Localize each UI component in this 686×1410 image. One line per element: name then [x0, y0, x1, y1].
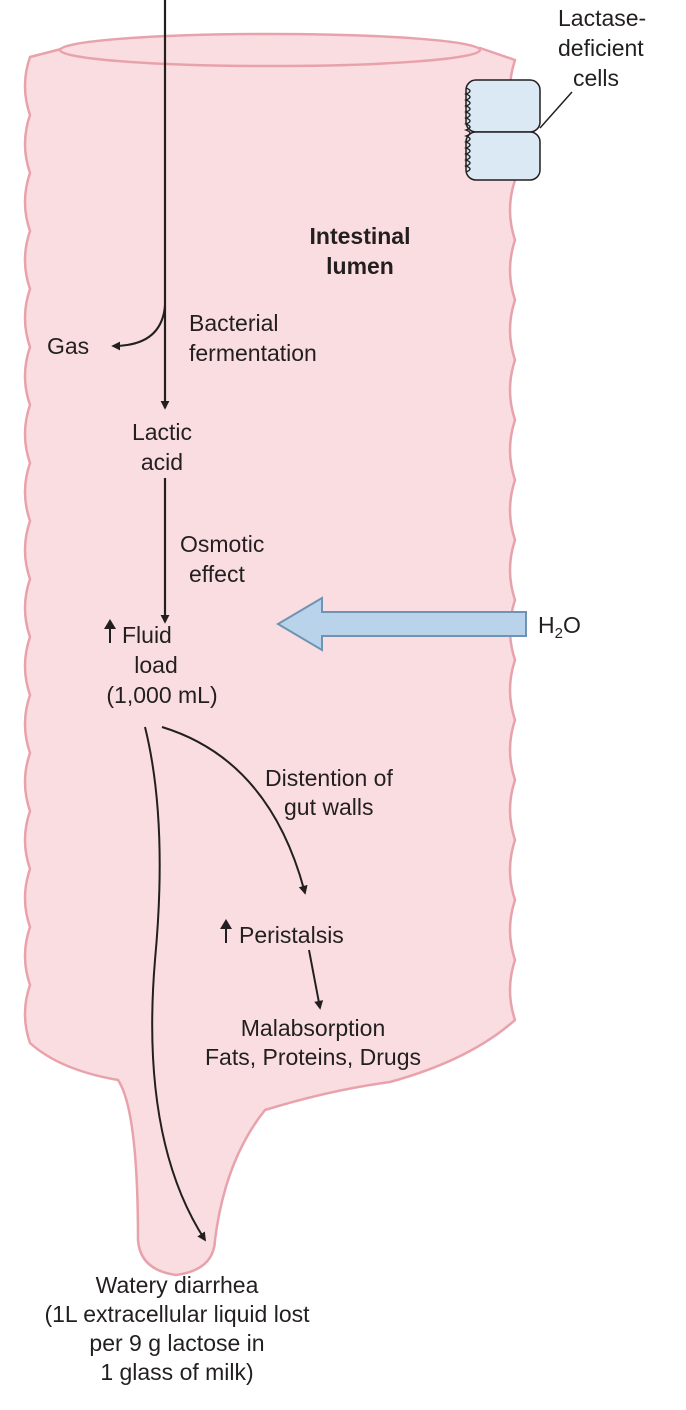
intestinal-lumen-line-2: lumen	[326, 253, 394, 279]
bacterial-line-1: Bacterial	[189, 310, 278, 336]
malabsorption-line-1: Malabsorption	[241, 1015, 385, 1041]
cell-upper	[466, 80, 540, 132]
gas-label: Gas	[47, 333, 89, 359]
diarrhea-line-3: per 9 g lactose in	[89, 1330, 264, 1356]
diarrhea-line-1: Watery diarrhea	[96, 1272, 259, 1298]
lactic-acid-line-2: acid	[141, 449, 183, 475]
fluid-load-line-2: load	[134, 652, 177, 678]
lactase-cells-line-3: cells	[573, 65, 619, 91]
watery-diarrhea-label: Watery diarrhea (1L extracellular liquid…	[44, 1272, 310, 1385]
cells-leader-line	[540, 92, 572, 128]
distention-line-2: gut walls	[284, 794, 373, 820]
osmotic-line-2: effect	[189, 561, 245, 587]
lactase-cells-line-2: deficient	[558, 35, 644, 61]
fluid-load-line-3: (1,000 mL)	[106, 682, 217, 708]
osmotic-line-1: Osmotic	[180, 531, 264, 557]
intestinal-lumen-shape	[25, 48, 515, 1275]
lactase-cells-line-1: Lactase-	[558, 5, 646, 31]
peristalsis-label: Peristalsis	[220, 919, 344, 948]
cell-lower	[466, 132, 540, 180]
intestinal-lumen-line-1: Intestinal	[310, 223, 411, 249]
malabsorption-line-2: Fats, Proteins, Drugs	[205, 1044, 421, 1070]
bacterial-line-2: fermentation	[189, 340, 317, 366]
lactase-deficient-cells	[466, 80, 572, 180]
lactase-cells-label: Lactase- deficient cells	[558, 5, 646, 91]
lumen-top-rim	[60, 34, 480, 66]
fluid-load-line-1: Fluid	[122, 622, 172, 648]
diarrhea-line-2: (1L extracellular liquid lost	[44, 1301, 310, 1327]
lactic-acid-line-1: Lactic	[132, 419, 192, 445]
distention-line-1: Distention of	[265, 765, 393, 791]
peristalsis-text: Peristalsis	[239, 922, 344, 948]
water-label: H2O	[538, 612, 581, 642]
diarrhea-line-4: 1 glass of milk)	[100, 1359, 253, 1385]
